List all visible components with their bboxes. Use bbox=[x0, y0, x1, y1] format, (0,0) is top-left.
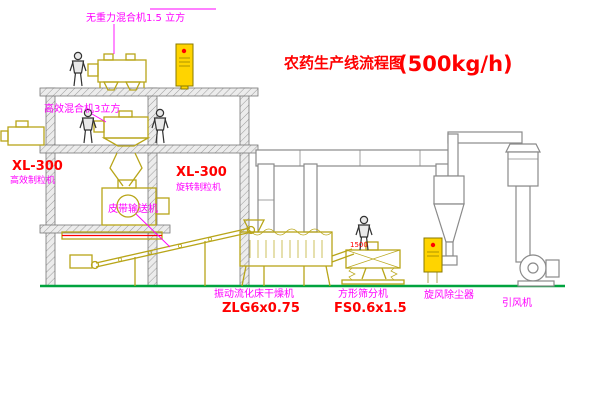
panel-indicator-light bbox=[181, 48, 187, 54]
leader-lines bbox=[91, 8, 216, 248]
label-belt-conveyor: 皮带输送机 bbox=[108, 202, 158, 215]
panel-indicator-light bbox=[430, 242, 436, 248]
square-sieve bbox=[341, 241, 405, 285]
diagram-title: 农药生产线流程图 bbox=[283, 54, 404, 72]
left-granulator bbox=[0, 120, 45, 146]
control-panel-top bbox=[175, 43, 194, 90]
label-dryer-name: 振动流化床干燥机 bbox=[214, 287, 294, 300]
building-structure bbox=[39, 87, 259, 287]
belt-conveyor bbox=[69, 225, 256, 286]
high-efficiency-mixer bbox=[93, 110, 151, 147]
label-sieve-tag: 1500 bbox=[350, 241, 368, 249]
label-top-mixer: 无重力混合机1.5 立方 bbox=[86, 11, 185, 24]
label-high-eff-mixer: 高效混合机3立方 bbox=[44, 102, 120, 115]
rotary-granulator bbox=[101, 179, 170, 226]
label-sieve-model: FS0.6x1.5 bbox=[334, 301, 407, 316]
diagram-title-capacity: (500kg/h) bbox=[398, 52, 513, 76]
label-sieve-name: 方形筛分机 bbox=[338, 287, 388, 300]
feed-chute bbox=[109, 152, 143, 187]
exhaust-stack bbox=[505, 143, 541, 187]
label-mid-granulator-name: 旋转制粒机 bbox=[176, 181, 221, 193]
label-left-granulator-model: XL-300 bbox=[12, 159, 63, 174]
person-figure bbox=[69, 51, 87, 87]
fluid-bed-dryer bbox=[239, 228, 355, 287]
label-fan: 引风机 bbox=[502, 296, 532, 309]
gravity-mixer bbox=[87, 53, 147, 91]
screw-discharge bbox=[61, 231, 163, 240]
label-cyclone: 旋风除尘器 bbox=[424, 288, 474, 301]
cyclone-separator bbox=[433, 175, 465, 266]
control-panel-right bbox=[423, 237, 443, 283]
induced-draft-fan bbox=[517, 254, 560, 287]
label-mid-granulator-model: XL-300 bbox=[176, 165, 227, 180]
exhaust-duct bbox=[255, 131, 531, 263]
label-left-granulator-name: 高效制粒机 bbox=[10, 174, 55, 186]
label-dryer-model: ZLG6x0.75 bbox=[222, 301, 300, 316]
